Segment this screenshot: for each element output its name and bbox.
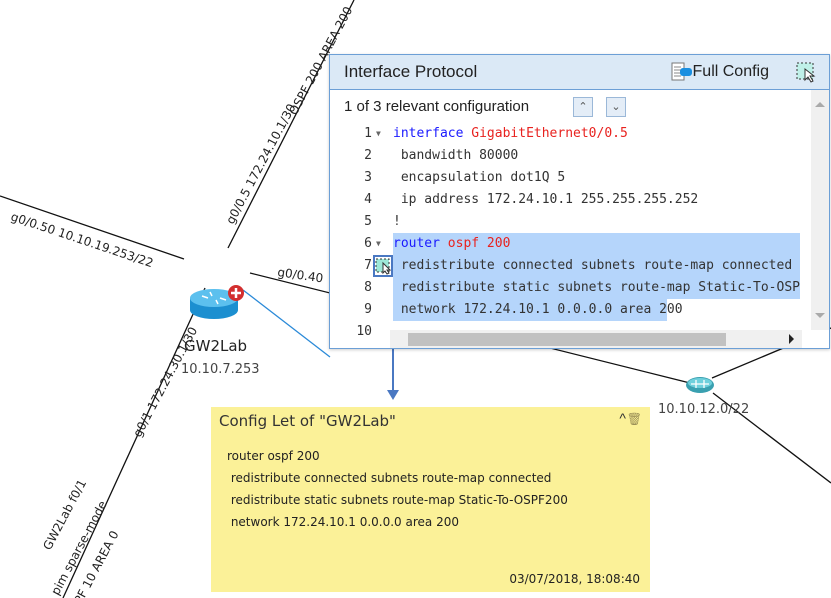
hub-icon[interactable]	[686, 377, 714, 393]
code-text: bandwidth 80000	[393, 148, 519, 163]
link-line[interactable]	[712, 392, 831, 484]
horizontal-scrollbar[interactable]	[390, 330, 802, 348]
link-label: g0/0.40	[277, 265, 325, 285]
previous-match-button[interactable]: ⌃	[573, 97, 593, 117]
code-line[interactable]: 6 ▼ router ospf 200	[330, 233, 800, 255]
match-counter: 1 of 3 relevant configuration	[344, 98, 530, 115]
line-number: 7	[364, 258, 372, 273]
line-number: 6	[364, 236, 372, 251]
link-line[interactable]	[62, 287, 206, 598]
code-editor[interactable]: 1 ▼ interface GigabitEthernet0/0.5 2 bandwi…	[330, 123, 800, 343]
note-timestamp: 03/07/2018, 18:08:40	[509, 572, 640, 586]
scroll-right-icon[interactable]	[789, 334, 794, 344]
trash-icon[interactable]: 🗑	[626, 412, 642, 426]
highlight	[393, 299, 667, 321]
line-number: 5	[364, 214, 372, 229]
code-line[interactable]: 3 encapsulation dot1Q 5	[330, 167, 800, 189]
code-text: redistribute connected subnets route-map…	[393, 258, 793, 273]
code-line[interactable]: 2 bandwidth 80000	[330, 145, 800, 167]
line-number: 10	[356, 324, 372, 339]
code-line[interactable]: 5!	[330, 211, 800, 233]
code-line[interactable]: 1 ▼ interface GigabitEthernet0/0.5	[330, 123, 800, 145]
code-text: interface GigabitEthernet0/0.5	[393, 126, 628, 141]
select-area-icon[interactable]	[795, 61, 817, 83]
fold-arrow-icon[interactable]: ▼	[376, 129, 381, 138]
line-number: 9	[364, 302, 372, 317]
code-line[interactable]: 8 redistribute static subnets route-map …	[330, 277, 800, 299]
panel-title: Interface Protocol	[344, 62, 478, 81]
link-label: g0/0.50 10.10.19.253/22	[9, 210, 155, 271]
code-line[interactable]: 9 network 172.24.10.1 0.0.0.0 area 200	[330, 299, 800, 321]
line-number: 2	[364, 148, 372, 163]
hub-ip: 10.10.12.0/22	[658, 402, 750, 417]
arrow-head-icon	[387, 390, 399, 400]
scroll-up-icon[interactable]	[815, 102, 825, 107]
code-text: router ospf 200	[393, 236, 511, 251]
interface-protocol-panel: Interface Protocol Full Config 1 of 3 re…	[329, 54, 830, 349]
document-icon	[671, 62, 692, 81]
code-text: encapsulation dot1Q 5	[393, 170, 566, 185]
code-text: ip address 172.24.10.1 255.255.255.252	[393, 192, 699, 207]
router-icon	[190, 285, 244, 319]
link-line[interactable]	[227, 0, 355, 249]
code-text: network 172.24.10.1 0.0.0.0 area 200	[393, 302, 683, 317]
code-line[interactable]: 10	[330, 321, 800, 343]
link-label: g0/0.5 172.24.10.1/30	[223, 101, 298, 226]
vertical-scrollbar[interactable]	[811, 90, 829, 330]
code-line[interactable]: 7 redistribute connected subnets route-m…	[330, 255, 800, 277]
line-number: 1	[364, 126, 372, 141]
code-text: !	[393, 214, 401, 229]
code-text: redistribute static subnets route-map St…	[393, 280, 800, 295]
router-ip: 10.10.7.253	[181, 362, 260, 377]
note-body: router ospf 200 redistribute connected s…	[227, 449, 568, 529]
line-number: 4	[364, 192, 372, 207]
scrollbar-thumb[interactable]	[408, 333, 726, 346]
router-node[interactable]	[184, 284, 244, 324]
note-title: Config Let of "GW2Lab"	[219, 412, 396, 430]
line-number: 3	[364, 170, 372, 185]
config-note: Config Let of "GW2Lab" ^ 🗑 router ospf 2…	[211, 407, 650, 592]
note-connector	[242, 289, 331, 358]
collapse-button[interactable]: ^	[619, 410, 626, 426]
fold-arrow-icon[interactable]: ▼	[376, 239, 381, 248]
panel-header: Interface Protocol Full Config	[330, 55, 829, 90]
line-number: 8	[364, 280, 372, 295]
highlight	[393, 277, 800, 299]
link-line[interactable]	[0, 195, 185, 260]
select-area-icon	[375, 258, 392, 275]
full-config-button[interactable]: Full Config	[671, 62, 769, 82]
next-match-button[interactable]: ⌄	[606, 97, 626, 117]
copy-to-note-button[interactable]	[373, 255, 393, 277]
full-config-label: Full Config	[692, 63, 769, 80]
highlight	[393, 255, 800, 277]
router-name: GW2Lab	[184, 337, 248, 355]
code-line[interactable]: 4 ip address 172.24.10.1 255.255.255.252	[330, 189, 800, 211]
highlight	[393, 233, 800, 255]
scroll-down-icon[interactable]	[815, 313, 825, 318]
